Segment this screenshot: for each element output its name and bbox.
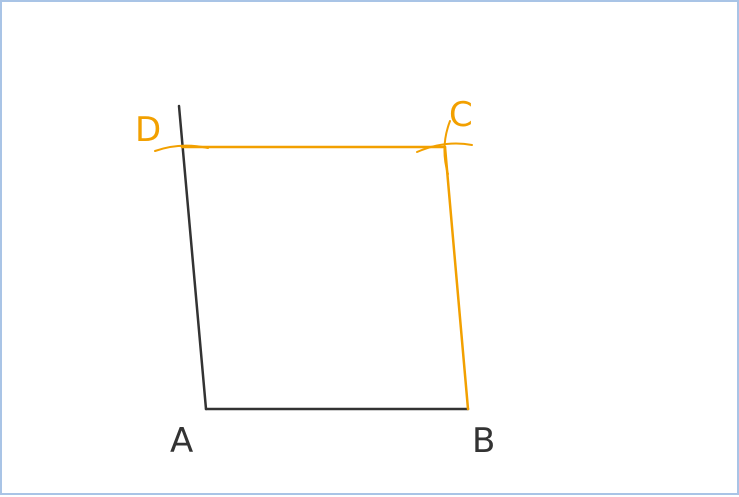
- label-c: C: [449, 95, 473, 135]
- arc-near-c-vertical: [443, 120, 451, 175]
- arc-near-d: [154, 144, 209, 152]
- label-d: D: [135, 110, 161, 150]
- segment-ad: [177, 104, 208, 411]
- segment-bc: [443, 145, 470, 411]
- label-a: A: [170, 421, 193, 461]
- label-b: B: [472, 421, 495, 461]
